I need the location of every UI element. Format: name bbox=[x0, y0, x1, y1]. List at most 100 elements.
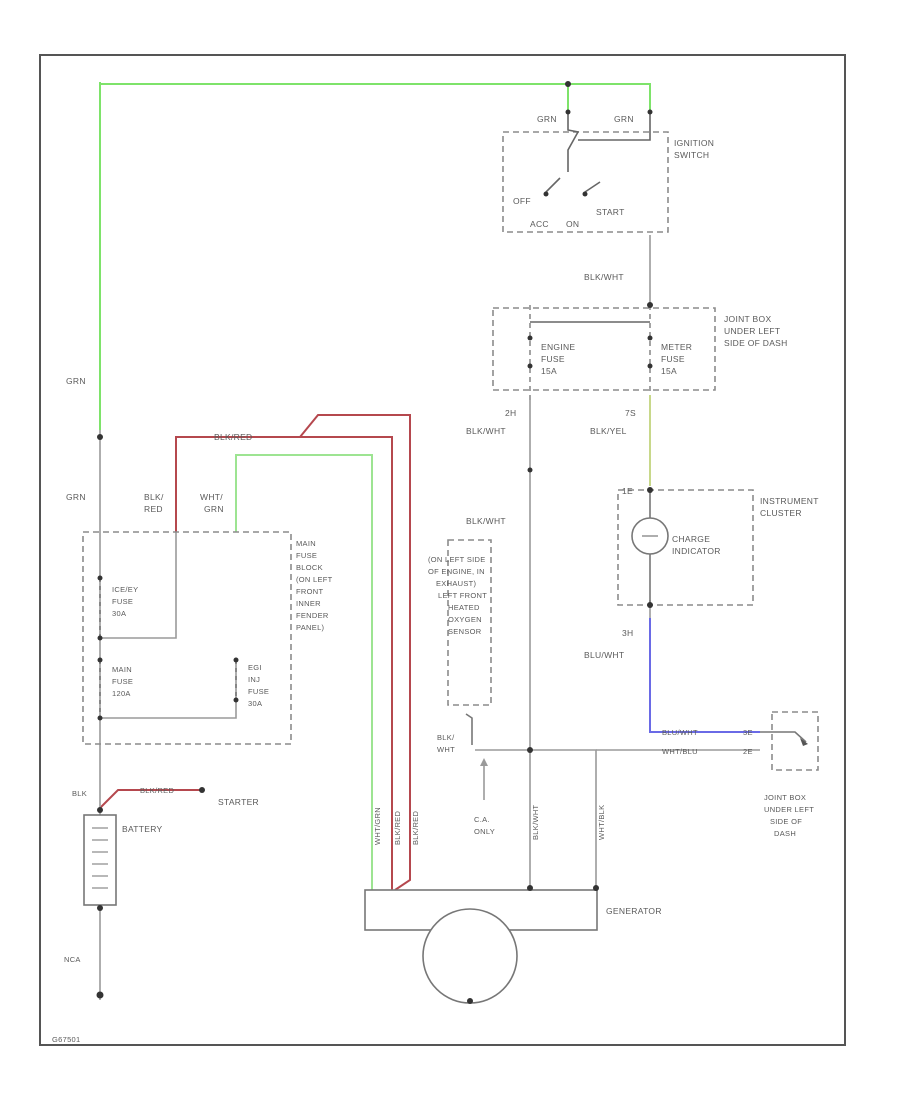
label-engine-fuse-3: 15A bbox=[541, 366, 557, 376]
battery bbox=[83, 787, 205, 911]
label-blu-wht-right: BLU/WHT bbox=[662, 728, 698, 737]
cluster-pin-out bbox=[647, 602, 653, 608]
label-blk-wht-center: BLK/WHT bbox=[466, 516, 506, 526]
diagram-frame bbox=[39, 54, 846, 1046]
switch-off-node bbox=[543, 191, 549, 197]
label-pin-2e: 2E bbox=[743, 747, 753, 756]
label-grn-top-left: GRN bbox=[537, 114, 557, 124]
label-vert-blk-red-1: BLK/RED bbox=[393, 811, 402, 845]
label-vert-blk-red-2: BLK/RED bbox=[411, 811, 420, 845]
joint-box-top-pin bbox=[647, 302, 653, 308]
ignition-switch-box bbox=[502, 131, 669, 233]
green-wires bbox=[99, 82, 651, 890]
ignition-node-1 bbox=[565, 109, 571, 115]
fuse-node-2 bbox=[97, 635, 103, 641]
label-mfb-6: INNER bbox=[296, 599, 321, 608]
label-oxy-1: (ON LEFT SIDE bbox=[428, 555, 486, 564]
label-iceey-3: 30A bbox=[112, 609, 126, 618]
switch-blade-off bbox=[545, 177, 561, 193]
battery-positive-terminal bbox=[97, 807, 103, 813]
sensor-lead bbox=[465, 713, 473, 745]
label-charge-indicator-1: CHARGE bbox=[672, 534, 710, 544]
joint-box-bottom-box bbox=[771, 711, 819, 771]
main-fuse-block bbox=[82, 531, 292, 745]
ignition-switch bbox=[502, 81, 669, 233]
label-oxy-5: HEATED bbox=[448, 603, 480, 612]
label-pin-2h: 2H bbox=[505, 408, 516, 418]
ca-only-arrow-icon bbox=[480, 758, 488, 766]
ignition-switch-lead bbox=[578, 112, 651, 141]
label-mfb-8: PANEL) bbox=[296, 623, 325, 632]
label-meter-fuse-3: 15A bbox=[661, 366, 677, 376]
label-mfb-4: (ON LEFT bbox=[296, 575, 333, 584]
left-bus-node bbox=[97, 434, 103, 440]
label-blk-wht-side-1: BLK/ bbox=[437, 733, 455, 742]
joint-box-top bbox=[492, 302, 716, 400]
meter-fuse-node-1 bbox=[647, 335, 653, 341]
label-joint-box-bottom-2: UNDER LEFT bbox=[764, 805, 814, 814]
label-blk-red-top: BLK/RED bbox=[214, 432, 252, 442]
joint-box-bottom bbox=[760, 711, 819, 771]
generator-body-icon bbox=[422, 908, 518, 1004]
label-grn-left-low: GRN bbox=[66, 492, 86, 502]
meter-fuse-node-2 bbox=[647, 363, 653, 369]
label-egi-2: INJ bbox=[248, 675, 260, 684]
label-ca-only-2: ONLY bbox=[474, 827, 495, 836]
label-oxy-3: EXHAUST) bbox=[436, 579, 477, 588]
wire-wht-grn bbox=[235, 454, 373, 890]
label-pin-7s: 7S bbox=[625, 408, 636, 418]
label-egi-4: 30A bbox=[248, 699, 262, 708]
label-figure-id: G67501 bbox=[52, 1035, 81, 1044]
starter-terminal bbox=[199, 787, 205, 793]
battery-body bbox=[83, 814, 117, 906]
engine-fuse-node-2 bbox=[527, 363, 533, 369]
label-off: OFF bbox=[513, 196, 531, 206]
ground-node bbox=[96, 991, 104, 999]
label-on: ON bbox=[566, 219, 579, 229]
label-main-fuse-1: MAIN bbox=[112, 665, 132, 674]
label-joint-box-bottom-3: SIDE OF bbox=[770, 817, 802, 826]
label-egi-1: EGI bbox=[248, 663, 262, 672]
generator-pin-blk-wht bbox=[527, 885, 533, 891]
center-junction bbox=[527, 747, 533, 753]
labels: GRN GRN IGNITION SWITCH OFF ACC ON START… bbox=[52, 114, 818, 1044]
label-instrument-cluster-2: CLUSTER bbox=[760, 508, 802, 518]
label-blk-yel: BLK/YEL bbox=[590, 426, 627, 436]
battery-negative-terminal bbox=[97, 905, 103, 911]
label-mfb-1: MAIN bbox=[296, 539, 316, 548]
label-wht-grn-1: WHT/ bbox=[200, 492, 223, 502]
label-iceey-1: ICE/EY bbox=[112, 585, 138, 594]
label-generator: GENERATOR bbox=[606, 906, 662, 916]
fuse-node-1 bbox=[97, 575, 103, 581]
label-main-fuse-3: 120A bbox=[112, 689, 131, 698]
label-oxy-7: SENSOR bbox=[448, 627, 482, 636]
label-joint-box-top-2: UNDER LEFT bbox=[724, 326, 780, 336]
label-ignition-switch-1: IGNITION bbox=[674, 138, 714, 148]
engine-fuse-node-1 bbox=[527, 335, 533, 341]
label-egi-3: FUSE bbox=[248, 687, 269, 696]
label-vert-wht-blk: WHT/BLK bbox=[597, 805, 606, 840]
oxygen-sensor-box bbox=[447, 539, 492, 706]
label-vert-wht-grn: WHT/GRN bbox=[373, 807, 382, 845]
cluster-pin-1e bbox=[647, 487, 653, 493]
label-blk-red-starter: BLK/RED bbox=[140, 786, 174, 795]
label-ignition-switch-2: SWITCH bbox=[674, 150, 709, 160]
wire-blk-red-starter bbox=[99, 789, 202, 809]
wire-blk-red-inner bbox=[300, 436, 393, 890]
label-main-fuse-2: FUSE bbox=[112, 677, 133, 686]
label-mfb-3: BLOCK bbox=[296, 563, 323, 572]
generator-pin-wht-blk bbox=[593, 885, 599, 891]
label-wht-grn-2: GRN bbox=[204, 504, 224, 514]
label-meter-fuse-2: FUSE bbox=[661, 354, 685, 364]
label-wht-blu: WHT/BLU bbox=[662, 747, 698, 756]
label-starter: STARTER bbox=[218, 797, 259, 807]
label-charge-indicator-2: INDICATOR bbox=[672, 546, 721, 556]
ignition-switch-contact bbox=[567, 112, 580, 172]
main-fuse-block-box bbox=[82, 531, 292, 745]
fuse-node-3 bbox=[97, 657, 103, 663]
switch-blade-start bbox=[584, 181, 601, 193]
fuse-node-6 bbox=[233, 697, 239, 703]
label-meter-fuse-1: METER bbox=[661, 342, 692, 352]
wire-blk-red-outer bbox=[175, 414, 411, 891]
